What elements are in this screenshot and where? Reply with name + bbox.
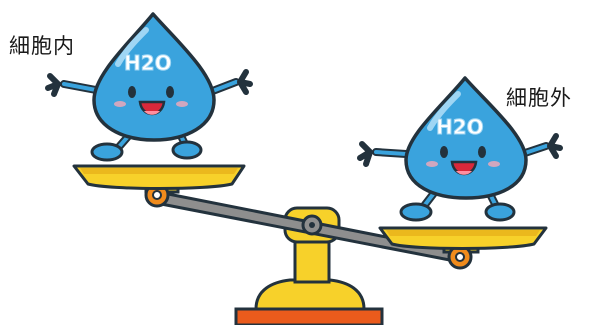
h2o-text-left: H2O (124, 51, 172, 75)
left-pan (74, 166, 244, 206)
h2o-text-right: H2O (436, 115, 484, 139)
label-intracellular: 細胞内 (9, 30, 75, 60)
center-pivot (303, 216, 321, 234)
label-extracellular: 細胞外 (506, 82, 572, 112)
water-drop-character-inside: H2O (48, 14, 250, 160)
